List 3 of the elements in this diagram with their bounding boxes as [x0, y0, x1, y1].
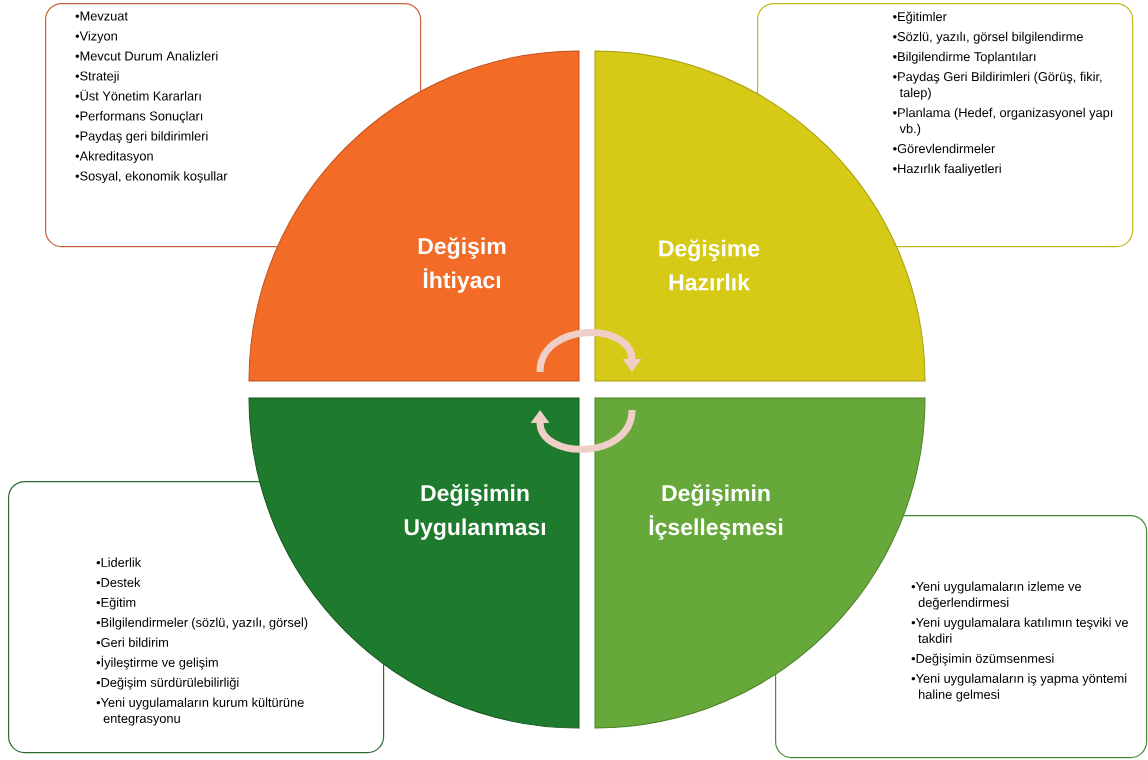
- curved-arrow: [530, 409, 636, 453]
- curved-arrow: [536, 329, 642, 373]
- quadrant-segment: Değişim İhtiyacı: [248, 50, 580, 382]
